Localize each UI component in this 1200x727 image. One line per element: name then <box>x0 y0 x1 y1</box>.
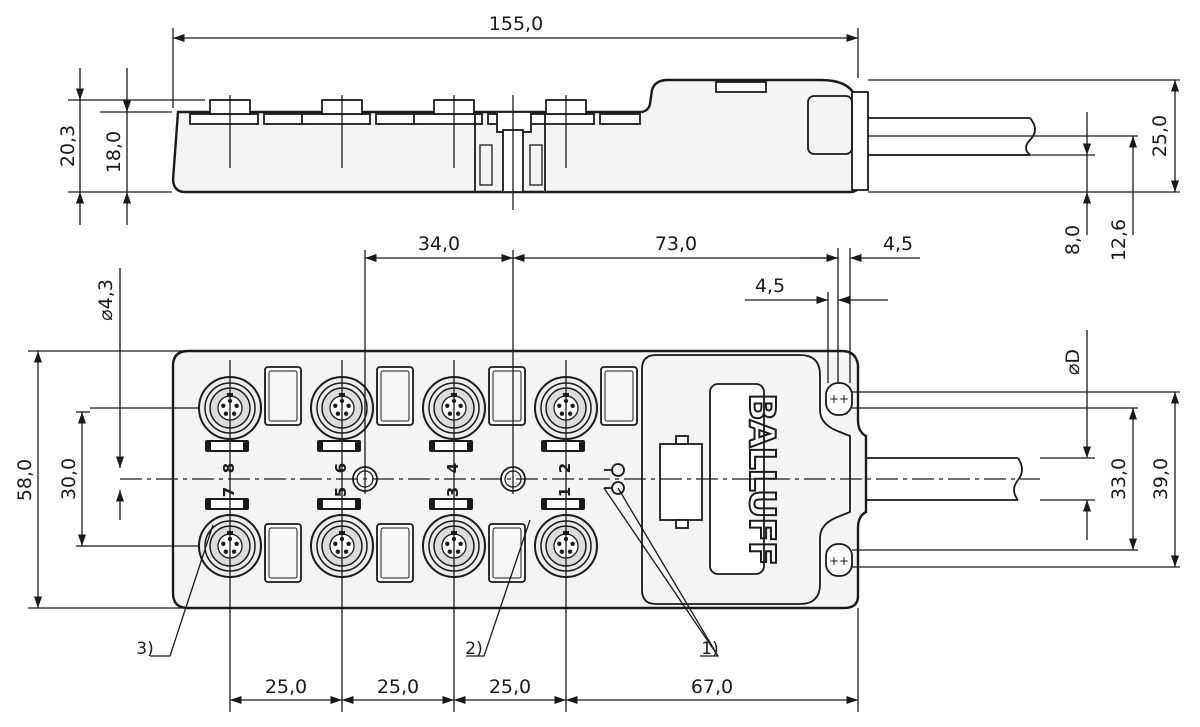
dim-cable-offset-a: 8,0 <box>1062 225 1084 255</box>
ground-symbol-icon <box>604 463 625 495</box>
callout-3: 3) <box>136 639 153 659</box>
dim-mount-spacing-b: 39,0 <box>1150 458 1172 500</box>
dim-hole-spacing: 34,0 <box>418 233 460 255</box>
dim-hole-row-spacing: 30,0 <box>58 458 80 500</box>
port-number-1: 1 <box>556 487 574 497</box>
callout-1: 1) <box>701 639 718 659</box>
port-number-8: 8 <box>220 463 238 473</box>
dim-mount-spacing-a: 33,0 <box>1108 458 1130 500</box>
dim-end-offset-b: 4,5 <box>755 275 785 297</box>
dim-cable-offset-b: 12,6 <box>1108 219 1130 261</box>
port-number-5: 5 <box>332 487 350 497</box>
dim-port-pitch-3: 25,0 <box>489 676 531 698</box>
dim-port-pitch-1: 25,0 <box>265 676 307 698</box>
side-view: 155,0 20,3 18,0 25,0 8,0 12,6 <box>57 13 1180 261</box>
port-numbers-top: 8 6 4 2 <box>220 463 574 473</box>
dim-end-offset-a: 4,5 <box>883 233 913 255</box>
top-view: ++ ++ <box>14 233 1180 712</box>
dim-port-to-end: 67,0 <box>691 676 733 698</box>
dim-overall-length: 155,0 <box>489 13 543 35</box>
port-number-3: 3 <box>444 487 462 497</box>
port-number-6: 6 <box>332 463 350 473</box>
dim-hole-to-end: 73,0 <box>655 233 697 255</box>
dim-width: 58,0 <box>14 459 36 501</box>
dim-hole-diameter: ⌀4,3 <box>95 279 117 321</box>
port-number-7: 7 <box>220 487 238 497</box>
svg-text:++: ++ <box>829 392 849 406</box>
dim-height-body: 18,0 <box>103 131 125 173</box>
dim-cable-diameter: ⌀D <box>1062 349 1084 375</box>
port-number-4: 4 <box>444 463 462 473</box>
callout-2: 2) <box>465 639 482 659</box>
side-connectors <box>189 99 641 125</box>
svg-text:++: ++ <box>829 554 849 568</box>
port-numbers-bottom: 7 5 3 1 <box>220 487 574 497</box>
dim-cable-height: 25,0 <box>1149 115 1171 157</box>
dim-height-total: 20,3 <box>57 125 79 167</box>
dim-port-pitch-2: 25,0 <box>377 676 419 698</box>
port-number-2: 2 <box>556 463 574 473</box>
